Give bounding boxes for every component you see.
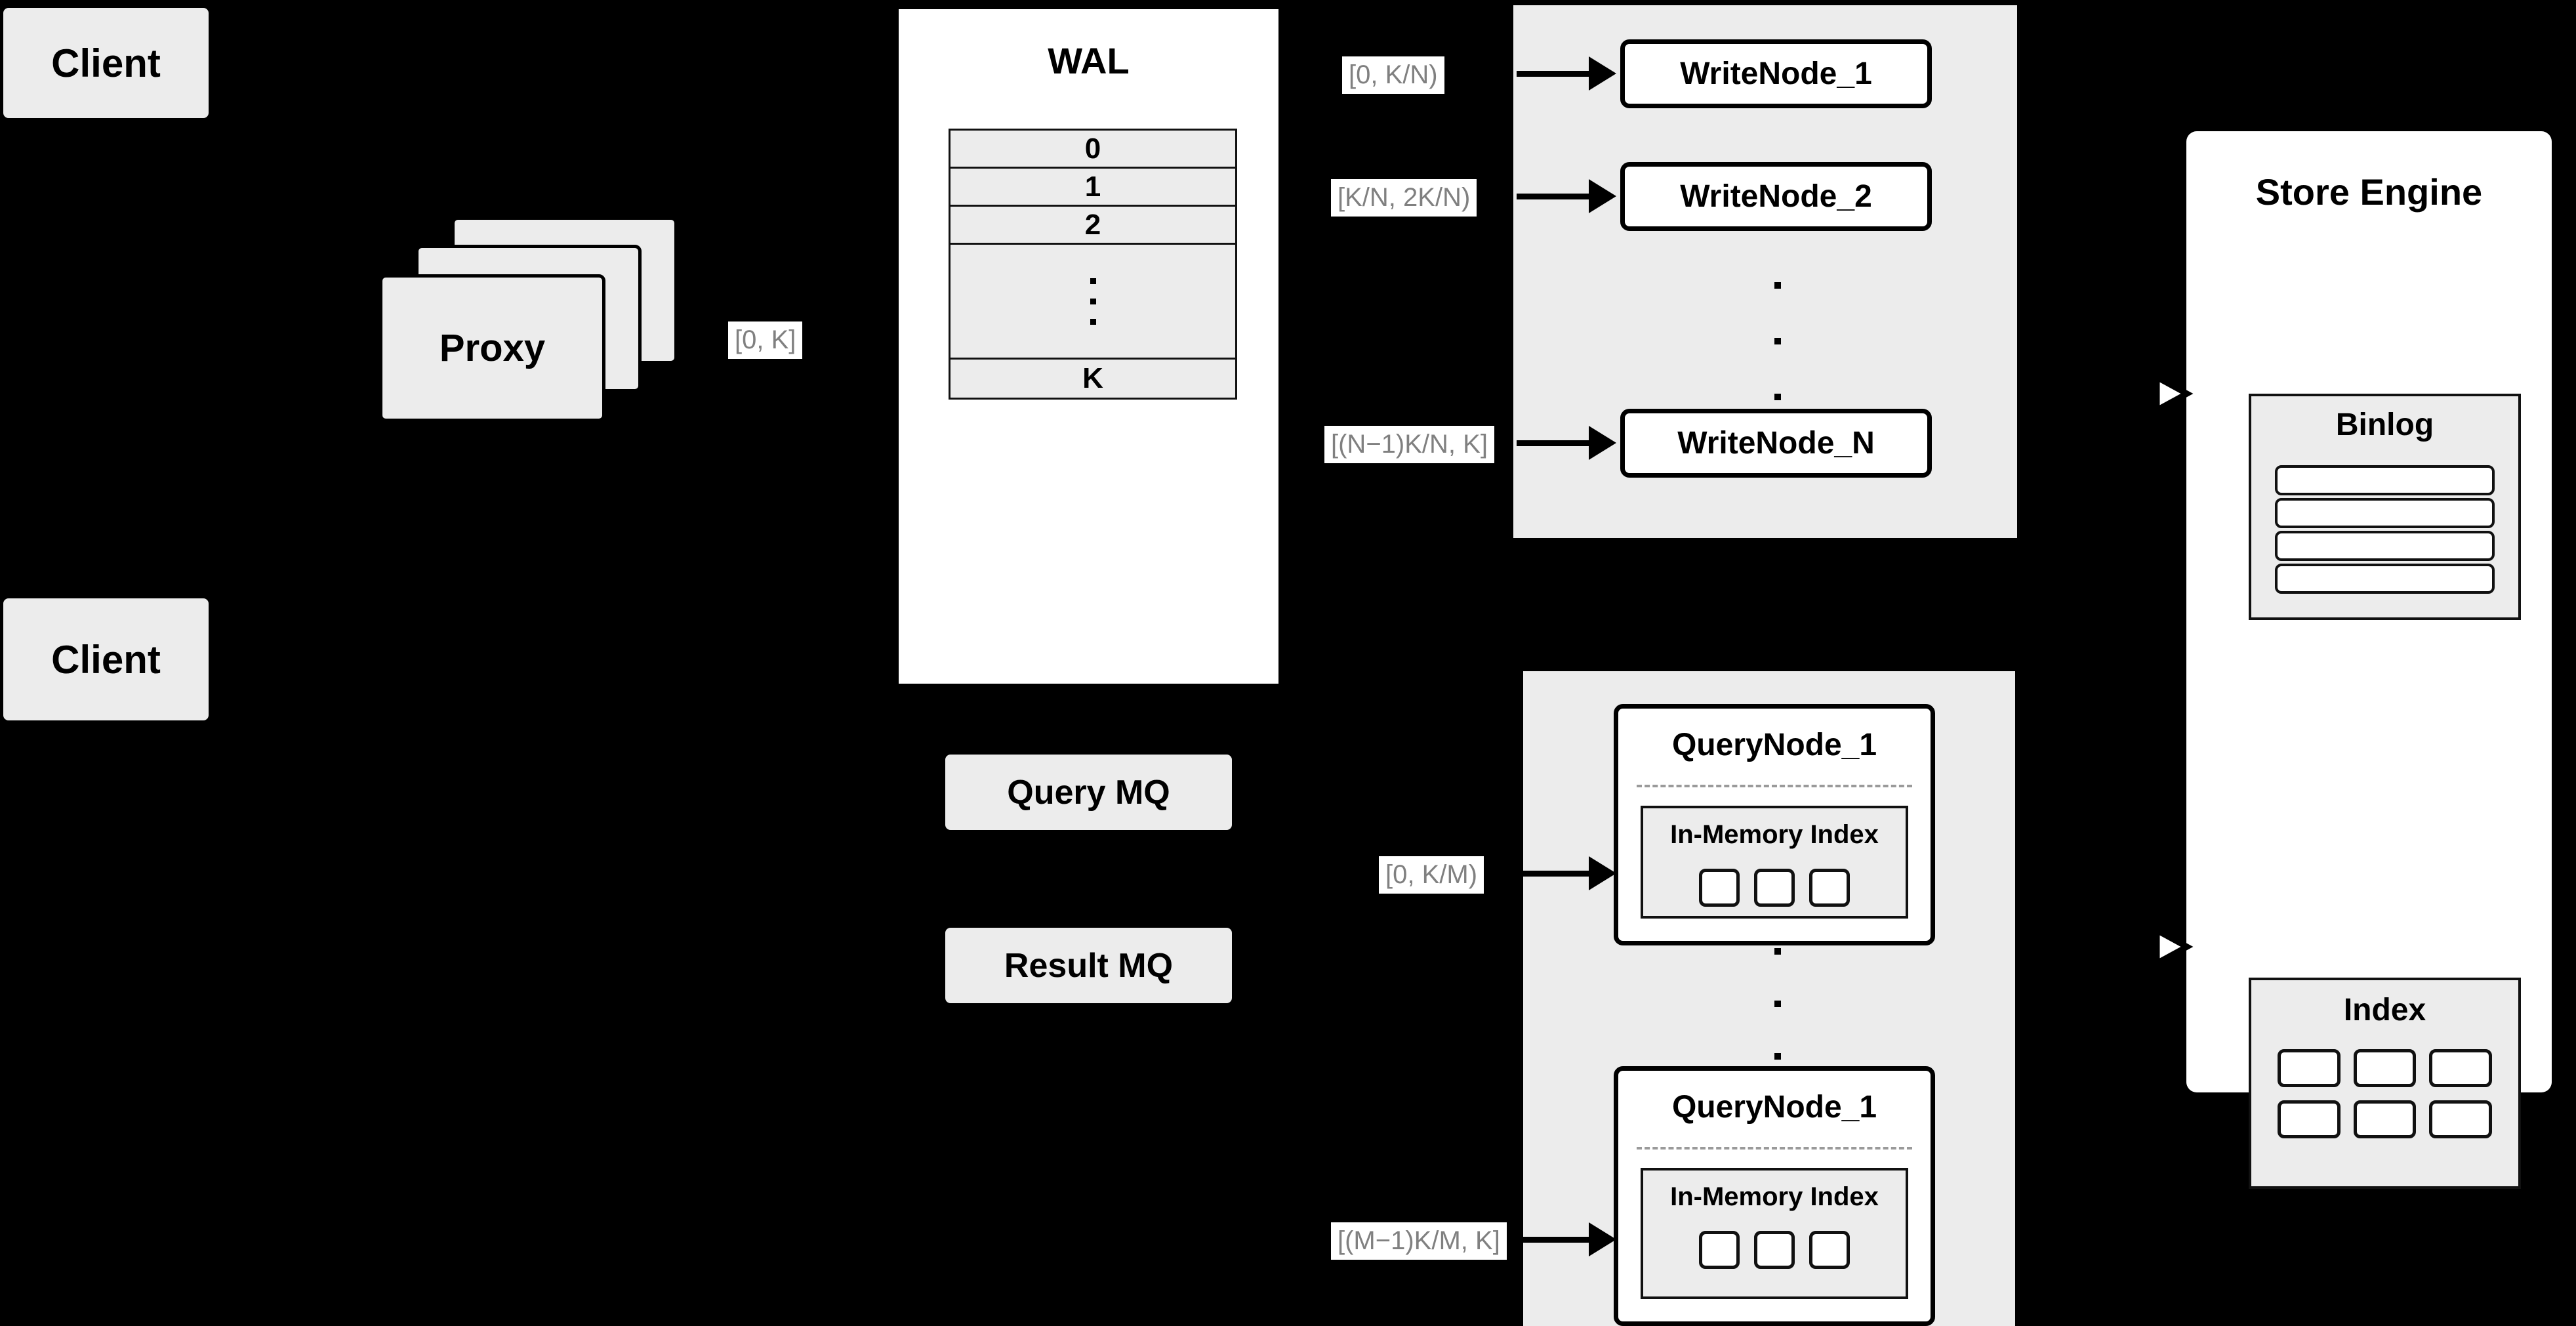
index-cell bbox=[2429, 1049, 2492, 1087]
wal-row: 2 bbox=[951, 207, 1235, 245]
index-cell bbox=[1699, 1231, 1740, 1269]
wal-row-ellipsis bbox=[951, 245, 1235, 360]
binlog-row bbox=[2275, 498, 2495, 528]
query-mq-box[interactable]: Query MQ bbox=[945, 755, 1232, 830]
write-node-1[interactable]: WriteNode_1 bbox=[1620, 39, 1932, 108]
range-label-write-node-2: [K/N, 2K/N) bbox=[1331, 179, 1477, 217]
proxy-label: Proxy bbox=[439, 327, 546, 369]
proxy-card-front[interactable]: Proxy bbox=[379, 274, 605, 422]
binlog-box: Binlog bbox=[2249, 394, 2521, 620]
ellipsis-dot bbox=[1090, 318, 1096, 325]
in-memory-index-title: In-Memory Index bbox=[1670, 820, 1879, 849]
store-engine-box: Store Engine Binlog Index bbox=[2186, 131, 2552, 1189]
arrow-to-binlog bbox=[2119, 372, 2194, 415]
binlog-row bbox=[2275, 465, 2495, 495]
index-cell bbox=[2353, 1049, 2417, 1087]
write-node-n[interactable]: WriteNode_N bbox=[1620, 409, 1932, 478]
in-memory-index-box: In-Memory Index bbox=[1641, 806, 1908, 919]
query-node-ellipsis bbox=[1771, 948, 1784, 1060]
in-memory-index-cells bbox=[1643, 869, 1906, 907]
range-label-query-node-1: [0, K/M) bbox=[1379, 856, 1484, 894]
wal-table: 0 1 2 K bbox=[949, 129, 1237, 400]
ellipsis-dot bbox=[1774, 1053, 1781, 1060]
result-mq-label: Result MQ bbox=[1004, 946, 1174, 985]
ellipsis-dot bbox=[1090, 298, 1096, 304]
ellipsis-dot bbox=[1774, 1001, 1781, 1007]
index-cell bbox=[2353, 1100, 2417, 1138]
binlog-title: Binlog bbox=[2335, 407, 2434, 442]
index-cell bbox=[1699, 869, 1740, 907]
wal-row: 0 bbox=[951, 131, 1235, 169]
arrow-to-index bbox=[2119, 925, 2194, 968]
ellipsis-dot bbox=[1774, 282, 1781, 289]
range-label-proxy-to-wal: [0, K] bbox=[728, 321, 803, 359]
store-engine-title: Store Engine bbox=[2255, 171, 2483, 213]
query-node-title: QueryNode_1 bbox=[1671, 728, 1877, 762]
query-node-divider bbox=[1637, 1147, 1912, 1150]
index-cell bbox=[2429, 1100, 2492, 1138]
index-box: Index bbox=[2249, 978, 2521, 1189]
index-cell bbox=[2278, 1100, 2341, 1138]
proxy-stack[interactable]: Proxy bbox=[379, 217, 681, 433]
index-title: Index bbox=[2343, 993, 2426, 1027]
result-mq-box[interactable]: Result MQ bbox=[945, 928, 1232, 1003]
client-box-2[interactable]: Client bbox=[3, 598, 209, 720]
query-node-m[interactable]: QueryNode_1 In-Memory Index bbox=[1614, 1066, 1935, 1326]
write-node-ellipsis bbox=[1771, 282, 1784, 400]
in-memory-index-cells bbox=[1643, 1231, 1906, 1269]
ellipsis-dot bbox=[1774, 394, 1781, 400]
query-node-1[interactable]: QueryNode_1 In-Memory Index bbox=[1614, 704, 1935, 945]
range-label-write-node-1: [0, K/N) bbox=[1342, 56, 1444, 94]
ellipsis-dot bbox=[1774, 948, 1781, 955]
index-grid bbox=[2278, 1049, 2492, 1138]
index-cell bbox=[1754, 869, 1795, 907]
in-memory-index-title: In-Memory Index bbox=[1670, 1182, 1879, 1211]
query-mq-label: Query MQ bbox=[1007, 773, 1170, 812]
ellipsis-dot bbox=[1774, 338, 1781, 344]
ellipsis-dot bbox=[1090, 278, 1096, 284]
index-cell bbox=[1809, 869, 1850, 907]
query-node-title: QueryNode_1 bbox=[1671, 1090, 1877, 1125]
wal-row: 1 bbox=[951, 169, 1235, 207]
index-cell bbox=[2278, 1049, 2341, 1087]
range-label-query-node-m: [(M−1)K/M, K] bbox=[1331, 1222, 1507, 1260]
binlog-row bbox=[2275, 564, 2495, 594]
binlog-rows bbox=[2275, 465, 2495, 594]
wal-row: K bbox=[951, 360, 1235, 398]
write-node-label: WriteNode_2 bbox=[1680, 179, 1872, 214]
binlog-row bbox=[2275, 531, 2495, 561]
write-node-label: WriteNode_N bbox=[1677, 426, 1875, 461]
client-label: Client bbox=[51, 637, 161, 682]
query-node-divider bbox=[1637, 785, 1912, 787]
wal-box: WAL 0 1 2 K bbox=[895, 5, 1282, 688]
write-node-2[interactable]: WriteNode_2 bbox=[1620, 162, 1932, 231]
index-cell bbox=[1754, 1231, 1795, 1269]
in-memory-index-box: In-Memory Index bbox=[1641, 1168, 1908, 1299]
client-box-1[interactable]: Client bbox=[3, 8, 209, 118]
client-label: Client bbox=[51, 41, 161, 85]
index-cell bbox=[1809, 1231, 1850, 1269]
wal-title: WAL bbox=[1048, 40, 1130, 81]
write-node-label: WriteNode_1 bbox=[1680, 56, 1872, 91]
range-label-write-node-n: [(N−1)K/N, K] bbox=[1324, 426, 1494, 463]
